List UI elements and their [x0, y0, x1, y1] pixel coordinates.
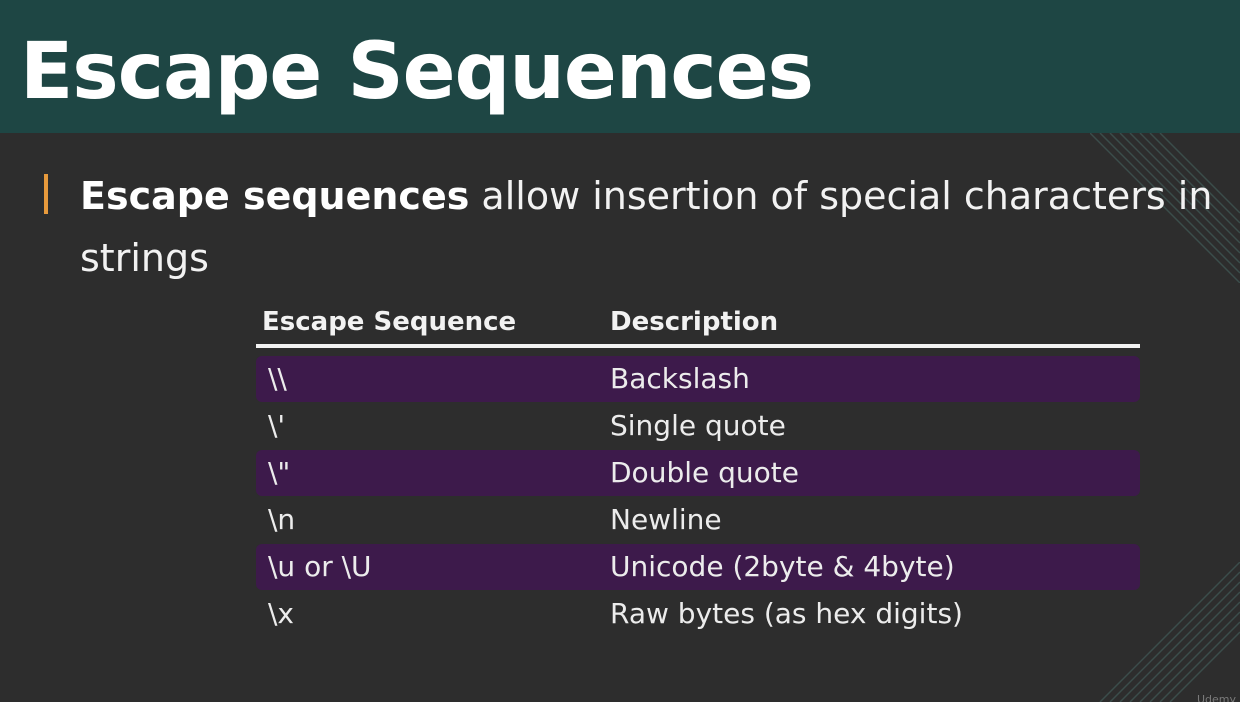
table-row: \\ Backslash: [256, 356, 1140, 402]
cell-escape-sequence: \n: [268, 503, 296, 536]
slide-title: Escape Sequences: [20, 27, 814, 117]
cell-description: Raw bytes (as hex digits): [610, 597, 963, 630]
bullet-accent-bar: [44, 174, 48, 214]
cell-escape-sequence: \\: [268, 362, 287, 395]
cell-description: Double quote: [610, 456, 799, 489]
bullet-rest-text: allow insertion of special characters in…: [80, 174, 1213, 280]
cell-description: Backslash: [610, 362, 750, 395]
cell-escape-sequence: \u or \U: [268, 550, 372, 583]
cell-description: Single quote: [610, 409, 786, 442]
table-row: \u or \U Unicode (2byte & 4byte): [256, 544, 1140, 590]
table-header: Escape Sequence Description: [256, 300, 1140, 348]
table-row: \' Single quote: [256, 403, 1140, 449]
cell-description: Unicode (2byte & 4byte): [610, 550, 955, 583]
table-row: \n Newline: [256, 497, 1140, 543]
bullet-strong-text: Escape sequences: [80, 174, 470, 218]
header-description: Description: [610, 307, 779, 337]
table-row: \x Raw bytes (as hex digits): [256, 591, 1140, 637]
bullet-text: Escape sequences allow insertion of spec…: [80, 165, 1230, 289]
cell-escape-sequence: \x: [268, 597, 295, 630]
cell-escape-sequence: \': [268, 409, 286, 442]
watermark-text: Udemy: [1196, 693, 1236, 702]
header-escape-sequence: Escape Sequence: [262, 307, 517, 337]
cell-escape-sequence: \": [268, 456, 291, 489]
escape-sequence-table: Escape Sequence Description \\Backslash\…: [256, 300, 1140, 638]
table-body: \\Backslash\'Single quote\"Double quote\…: [256, 356, 1140, 637]
title-bar: Escape Sequences: [0, 0, 1240, 133]
table-row: \" Double quote: [256, 450, 1140, 496]
cell-description: Newline: [610, 503, 722, 536]
